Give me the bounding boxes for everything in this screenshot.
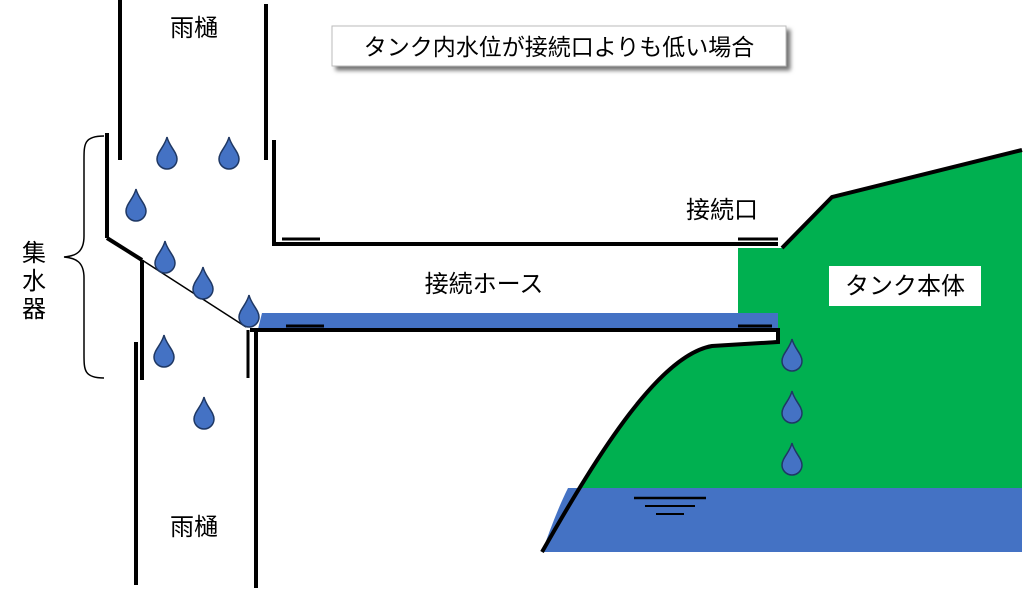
water-level-symbol-icon <box>634 496 706 515</box>
tank-outline <box>540 328 780 553</box>
tank-body-label-box: タンク本体 <box>829 266 981 306</box>
collector-label-char-2: 水 <box>22 267 46 295</box>
connection-hose-label: 接続ホース <box>425 270 544 298</box>
tank-water <box>542 488 1022 552</box>
title-box: タンク内水位が接続口よりも低い場合 <box>331 25 787 67</box>
lower-gutter-label: 雨樋 <box>170 513 218 541</box>
hose-water <box>258 313 778 329</box>
tank-top-outline <box>780 148 1023 250</box>
collector-slope <box>105 236 144 262</box>
curly-brace-icon <box>63 135 105 379</box>
collector-label-char-3: 器 <box>22 295 46 323</box>
water-drop-icon <box>192 266 214 300</box>
water-drop-icon <box>153 334 175 368</box>
water-drop-icon <box>125 188 147 222</box>
collector-label-char-1: 集 <box>22 239 46 267</box>
water-drop-icon <box>156 136 178 170</box>
upper-gutter-label: 雨樋 <box>170 14 218 42</box>
tank-body <box>542 150 1022 552</box>
tank-body-label: タンク本体 <box>845 272 965 300</box>
water-drop-icon <box>218 136 240 170</box>
water-drop-icon <box>154 240 176 274</box>
connection-port-label: 接続口 <box>686 196 758 224</box>
diagram-title: タンク内水位が接続口よりも低い場合 <box>364 35 755 61</box>
water-drop-icon <box>193 396 215 430</box>
water-drop-icon <box>238 294 260 328</box>
